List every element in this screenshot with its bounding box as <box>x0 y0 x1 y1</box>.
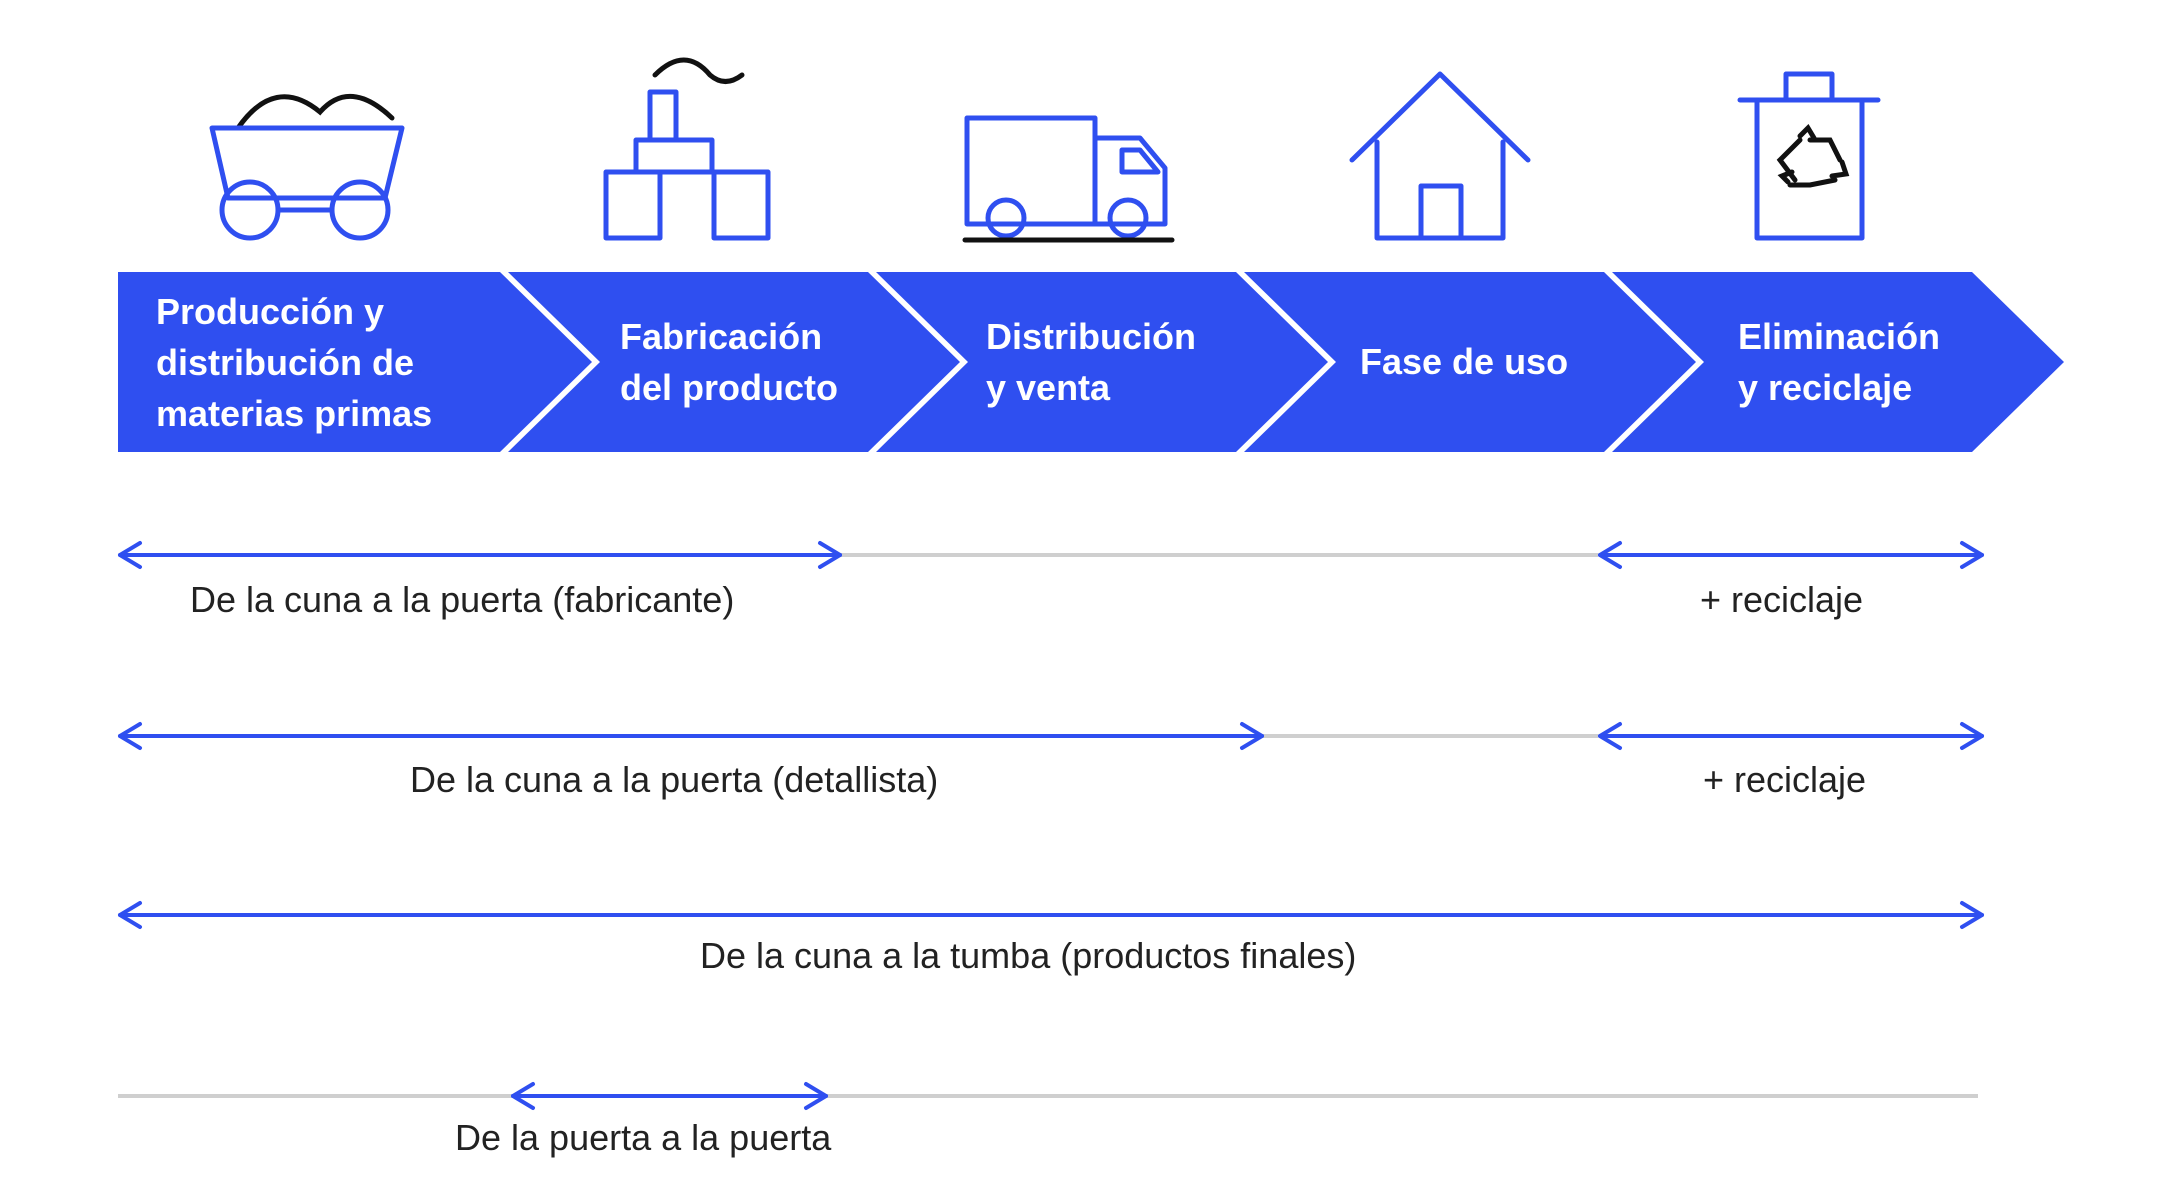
stage-chevron-4 <box>1244 272 1696 452</box>
range-arrow <box>118 541 842 569</box>
stage-banner: Producción y distribución de materias pr… <box>118 272 2064 452</box>
stage-chevron-2 <box>508 272 960 452</box>
range-arrow <box>118 722 1264 750</box>
range-label: De la cuna a la puerta (detallista) <box>410 759 938 800</box>
recycling-arrow <box>1598 722 1984 750</box>
range-arrow <box>511 1082 828 1110</box>
truck-icon <box>962 115 1175 243</box>
range-label: De la puerta a la puerta <box>455 1117 832 1158</box>
range-label: De la cuna a la puerta (fabricante) <box>190 579 734 620</box>
stage-chevron-1 <box>118 272 592 452</box>
range-cradle-to-gate-manufacturer: De la cuna a la puerta (fabricante) + re… <box>118 541 1984 620</box>
range-label: De la cuna a la tumba (productos finales… <box>700 935 1356 976</box>
range-gate-to-gate: De la puerta a la puerta <box>118 1082 1978 1158</box>
mine-cart-icon <box>209 94 405 241</box>
stage-label-4: Fase de uso <box>1360 341 1568 382</box>
recycling-label: + reciclaje <box>1700 579 1863 620</box>
recycle-bin-icon <box>1737 71 1881 241</box>
house-icon <box>1349 71 1531 241</box>
range-cradle-to-gate-retailer: De la cuna a la puerta (detallista) + re… <box>118 722 1984 800</box>
recycling-arrow <box>1598 541 1984 569</box>
recycling-label: + reciclaje <box>1703 759 1866 800</box>
stage-label-3: Distribución y venta <box>986 316 1206 408</box>
stage-chevron-5 <box>1612 272 2064 452</box>
factory-icon <box>603 57 771 241</box>
stage-chevron-3 <box>876 272 1328 452</box>
range-cradle-to-grave: De la cuna a la tumba (productos finales… <box>118 901 1984 976</box>
stage-label-2: Fabricación del producto <box>620 316 838 408</box>
range-arrow <box>118 901 1984 929</box>
stage-label-5: Eliminación y reciclaje <box>1738 316 1950 408</box>
stage-label-1: Producción y distribución de materias pr… <box>156 291 432 434</box>
